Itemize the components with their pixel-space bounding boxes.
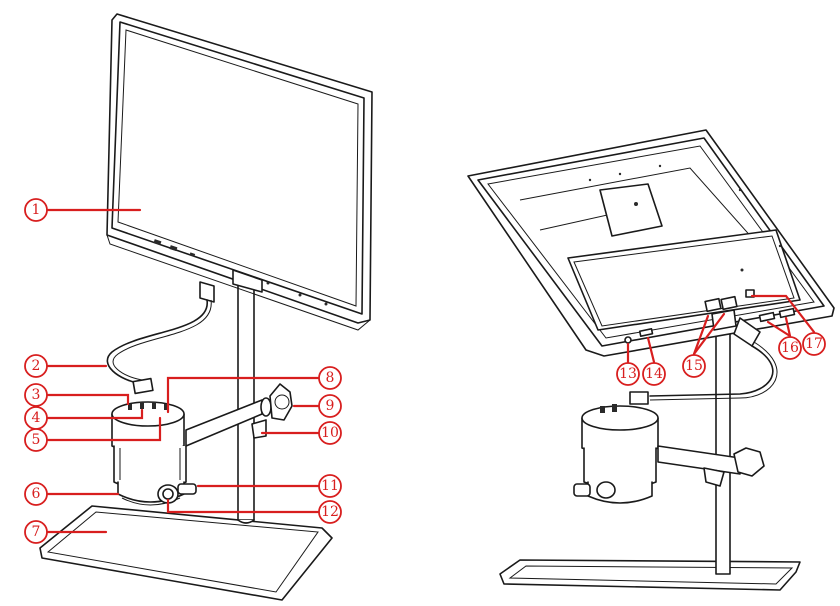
callout-3: 3 (24, 383, 130, 407)
callout-number: 3 (32, 387, 41, 403)
callouts: 1 2 3 4 5 6 (24, 198, 826, 544)
callout-number: 12 (321, 504, 339, 520)
callout-number: 11 (321, 478, 339, 494)
rear-view (467, 129, 835, 591)
front-view (39, 13, 373, 601)
rear-camera-body (573, 391, 659, 504)
callout-number: 4 (32, 410, 41, 426)
callout-number: 17 (805, 336, 823, 352)
callout-number: 16 (781, 340, 799, 356)
callout-number: 15 (685, 358, 703, 374)
callout-2: 2 (24, 354, 108, 378)
callout-5: 5 (24, 416, 162, 452)
callout-10: 10 (260, 421, 342, 445)
base-plate (39, 505, 333, 601)
rear-support-post (715, 317, 731, 575)
callout-number: 2 (32, 358, 41, 374)
focus-knob-small (157, 483, 197, 504)
callout-11: 11 (196, 474, 342, 498)
callout-1: 1 (24, 198, 142, 222)
horizontal-arm (185, 397, 272, 447)
callout-number: 7 (32, 524, 41, 540)
callout-4: 4 (24, 406, 144, 430)
callout-13: 13 (616, 342, 640, 386)
callout-number: 10 (321, 425, 339, 441)
rear-horizontal-arm (657, 445, 741, 487)
callout-number: 1 (32, 202, 41, 218)
camera-body (111, 377, 187, 506)
callout-7: 7 (24, 520, 108, 544)
monitor-mount (199, 269, 263, 303)
callout-15: 15 (682, 312, 726, 378)
callout-9: 9 (292, 394, 342, 418)
callout-17: 17 (750, 294, 826, 356)
monitor-front (106, 13, 373, 331)
callout-number: 8 (326, 370, 335, 386)
callout-14: 14 (642, 336, 666, 386)
callout-8: 8 (166, 366, 342, 414)
callout-number: 14 (645, 366, 663, 382)
callout-number: 9 (326, 398, 335, 414)
monitor-back (467, 129, 835, 357)
callout-16: 16 (766, 316, 802, 360)
callout-12: 12 (166, 498, 342, 524)
usb-cable (106, 299, 208, 385)
rear-usb-cable (649, 345, 774, 397)
rear-locking-knob (733, 447, 765, 477)
locking-knob (269, 383, 293, 421)
callout-number: 5 (32, 432, 41, 448)
callout-number: 13 (619, 366, 637, 382)
rear-base-plate (499, 559, 801, 591)
callout-6: 6 (24, 482, 120, 506)
callout-number: 6 (32, 486, 41, 502)
